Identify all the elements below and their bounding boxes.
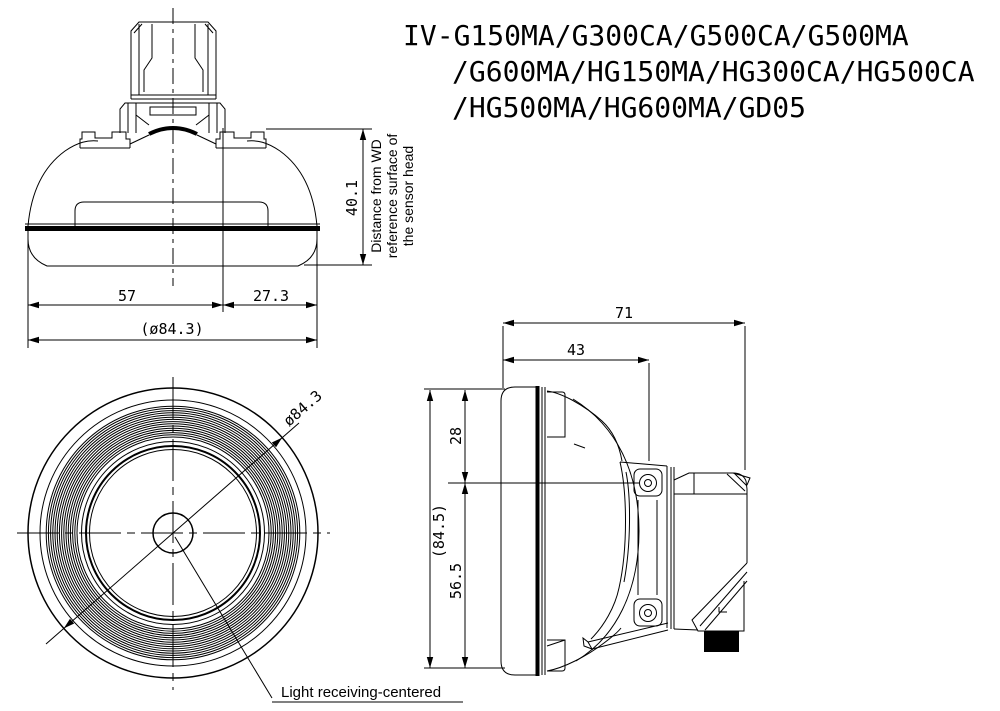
wd-note-line-3: the sensor head <box>400 146 416 246</box>
side-bracket <box>582 461 669 650</box>
front-mount <box>119 102 226 136</box>
wd-note-line-2: reference surface of <box>384 134 400 259</box>
side-screw-lower-inner <box>644 609 652 617</box>
light-receiving-label: Light receiving-centered <box>281 684 441 701</box>
side-dome <box>546 390 640 672</box>
side-view: 71 43 (84.5) 28 56.5 <box>424 304 751 676</box>
dim-27-3: 27.3 <box>223 287 317 309</box>
wd-note: Distance from WD reference surface of th… <box>368 134 416 259</box>
model-list-line-3: /HG500MA/HG600MA/GD05 <box>452 91 806 124</box>
dim-57-text: 57 <box>118 287 136 305</box>
bottom-center-circle <box>152 512 194 554</box>
front-window <box>74 201 269 226</box>
front-view: 57 27.3 (ø84.3) 40.1 Distance from WD re… <box>25 8 416 348</box>
title-block: IV-G150MA/G300CA/G500CA/G500MA /G600MA/H… <box>403 19 975 124</box>
dim-dia-84-3-front: (ø84.3) <box>28 320 317 344</box>
dim-56-5-text: 56.5 <box>447 563 465 599</box>
side-top-tab <box>547 391 566 438</box>
dim-71-text: 71 <box>615 304 633 322</box>
bottom-ring-band <box>45 405 301 661</box>
side-lens-disc <box>500 386 536 676</box>
dim-28: 28 <box>447 390 469 483</box>
front-connector <box>130 21 217 100</box>
dim-28-text: 28 <box>447 427 465 445</box>
dim-dia-84-3-diagonal-text: ø84.3 <box>280 387 326 430</box>
front-left-wing <box>79 131 150 149</box>
bottom-view: ø84.3 Light receiving-centered <box>17 377 463 703</box>
model-list-line-1: IV-G150MA/G300CA/G500CA/G500MA <box>403 19 909 52</box>
side-screw-upper <box>639 474 657 492</box>
dim-40-1-text: 40.1 <box>343 180 361 216</box>
dim-27-3-text: 27.3 <box>253 287 289 305</box>
side-screw-lower <box>639 604 657 622</box>
bottom-inner-circles <box>81 441 265 625</box>
dim-43: 43 <box>503 341 650 461</box>
dim-84-5: (84.5) <box>426 390 448 668</box>
light-receiving-leader <box>174 536 273 699</box>
dim-57: 57 <box>27 234 318 348</box>
dim-40-1: 40.1 <box>266 128 372 266</box>
bottom-outer-circles <box>27 387 319 679</box>
front-skirt <box>27 231 318 267</box>
dim-43-text: 43 <box>567 341 585 359</box>
dim-84-5-text: (84.5) <box>430 504 448 558</box>
side-face-plate <box>535 386 546 676</box>
side-bottom-tab <box>546 639 566 672</box>
light-receiving-callout: Light receiving-centered <box>174 536 463 703</box>
side-cable-section <box>691 562 748 632</box>
front-face-band <box>25 223 320 231</box>
front-right-wing <box>196 131 267 149</box>
dim-56-5: 56.5 <box>447 483 469 668</box>
dim-dia-84-3-front-text: (ø84.3) <box>140 320 203 338</box>
model-list-line-2: /G600MA/HG150MA/HG300CA/HG500CA <box>452 55 975 88</box>
front-dome-outline <box>27 140 318 227</box>
side-rear-body <box>670 467 751 631</box>
front-mount-base <box>148 126 198 136</box>
side-screw-upper-inner <box>644 479 652 487</box>
wd-note-line-1: Distance from WD <box>368 139 384 253</box>
side-connector-black <box>704 631 739 652</box>
